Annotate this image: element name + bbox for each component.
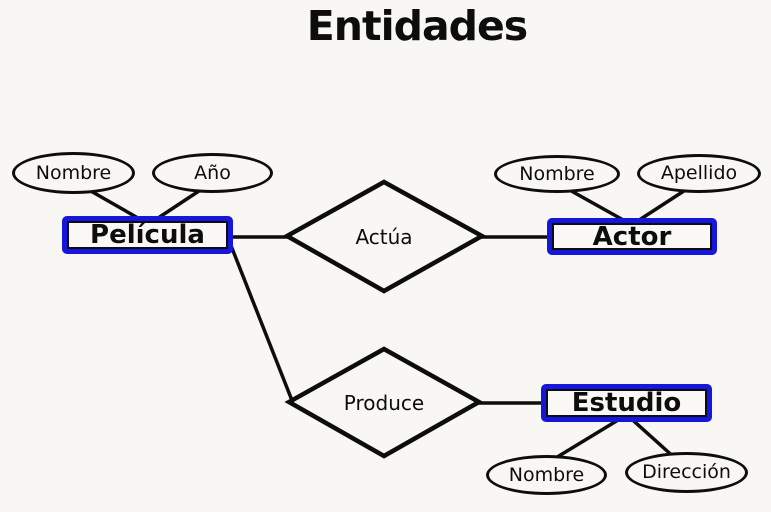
- attribute-ellipse-actor-nombre: Nombre: [494, 155, 620, 193]
- attribute-label: Nombre: [519, 162, 595, 185]
- entity-pelicula: Película: [62, 216, 233, 254]
- attribute-label: Nombre: [35, 161, 112, 184]
- attribute-label: Dirección: [642, 461, 731, 483]
- entity-estudio: Estudio: [541, 384, 712, 422]
- attribute-ellipse-pelicula-anio: Año: [152, 153, 273, 193]
- relationship-diamond-actua: [282, 179, 487, 294]
- attribute-ellipse-estudio-direccion: Dirección: [625, 452, 748, 493]
- edge-pelicula-produce: [226, 237, 295, 404]
- entity-label: Estudio: [546, 389, 707, 417]
- attribute-label: Nombre: [508, 463, 585, 486]
- attribute-label: Año: [194, 161, 231, 184]
- edge-estudio-nombre: [548, 412, 629, 464]
- entity-actor: Actor: [547, 218, 717, 255]
- attribute-ellipse-pelicula-nombre: Nombre: [12, 152, 135, 194]
- relationship-diamond-produce: [284, 346, 484, 459]
- attribute-label: Apellido: [660, 162, 738, 184]
- diagram-title: Entidades: [306, 2, 528, 50]
- relationship-label-produce: Produce: [343, 391, 425, 415]
- entity-label: Película: [67, 221, 228, 249]
- attribute-ellipse-actor-apellido: Apellido: [637, 154, 761, 193]
- attribute-ellipse-estudio-nombre: Nombre: [486, 455, 607, 495]
- relationship-label-actua: Actúa: [355, 225, 413, 249]
- entity-label: Actor: [552, 223, 712, 250]
